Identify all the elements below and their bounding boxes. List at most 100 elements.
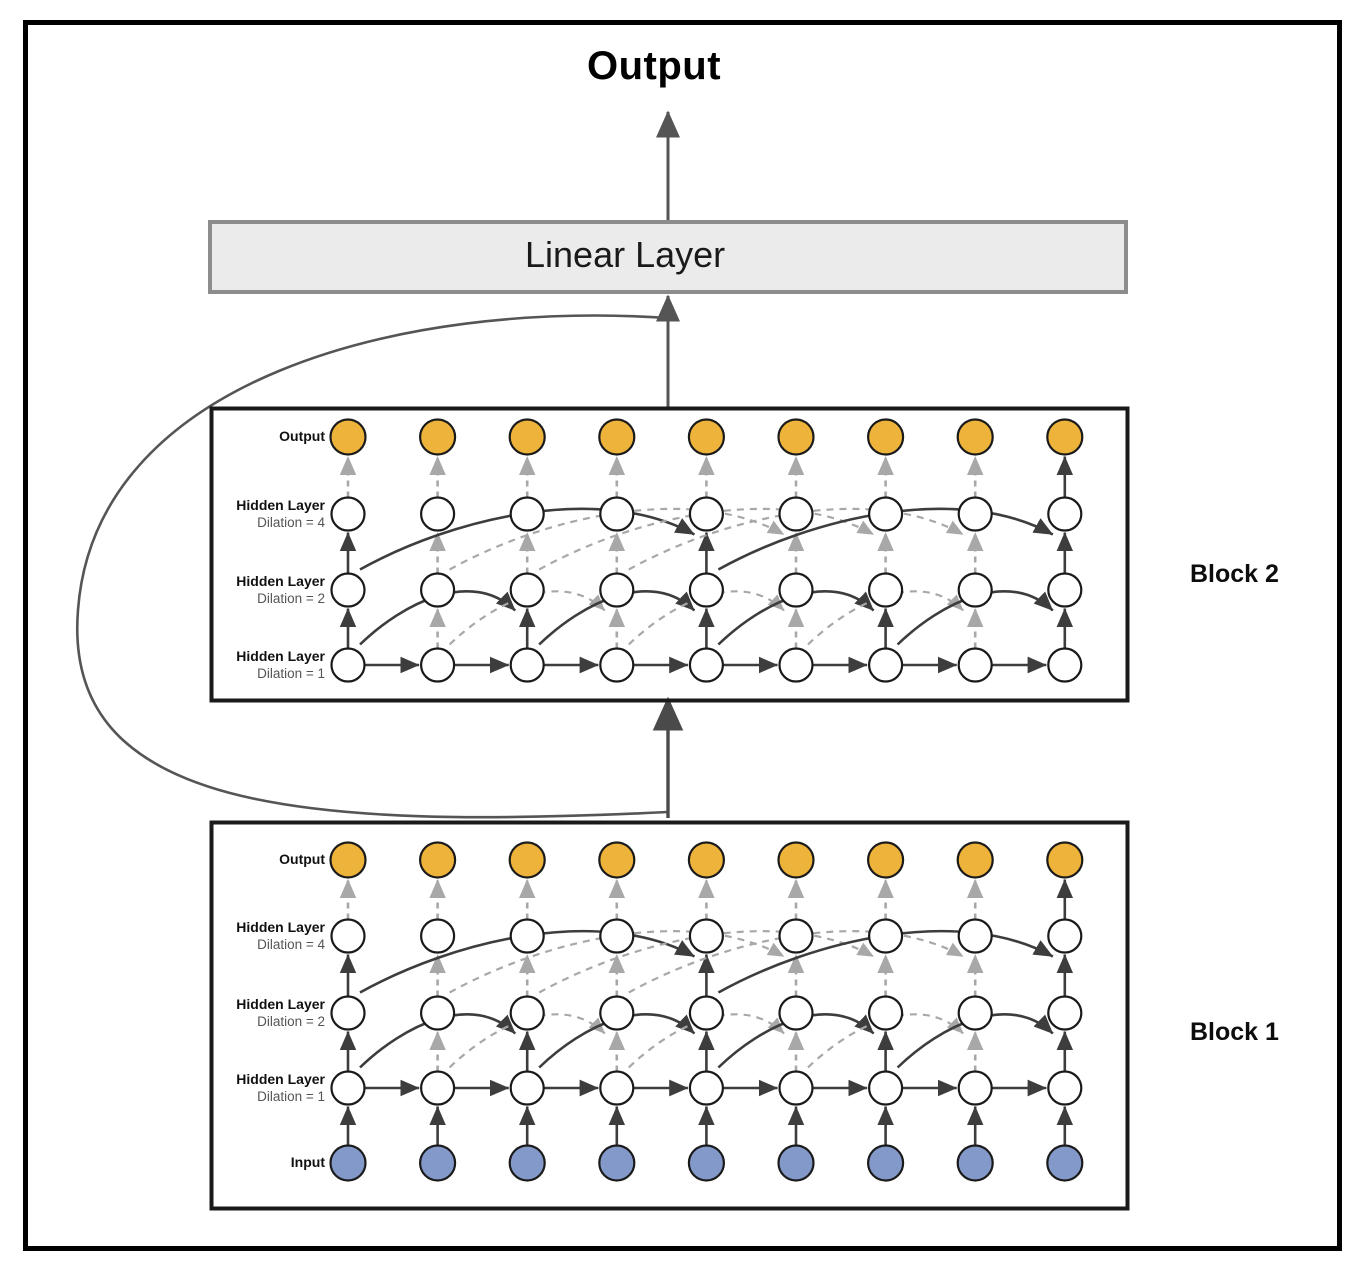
node-d1	[867, 647, 904, 683]
node-d1	[688, 647, 725, 683]
node-d4	[599, 918, 635, 954]
node-output	[956, 418, 994, 456]
edge-dilation4-arc-dashed	[628, 507, 964, 571]
row-label-title: Hidden Layer	[236, 1071, 325, 1087]
node-d4	[957, 918, 993, 954]
node-output	[777, 418, 815, 456]
node-output	[777, 841, 815, 879]
node-d2	[1047, 572, 1083, 608]
node-d2	[599, 995, 635, 1031]
node-input	[687, 1144, 726, 1182]
node-d4	[867, 918, 904, 954]
row-label-subtitle: Dilation = 4	[257, 936, 325, 952]
node-d4	[330, 918, 366, 954]
node-d4	[957, 496, 993, 532]
node-d4	[1047, 496, 1083, 532]
node-d1	[509, 1070, 545, 1106]
node-d2	[867, 995, 904, 1031]
node-d2	[599, 572, 635, 608]
node-d4	[599, 496, 635, 532]
node-input	[419, 1144, 457, 1182]
edge-dilation4-arc-dashed	[449, 930, 785, 994]
node-d1	[599, 1070, 635, 1106]
node-output	[866, 841, 905, 879]
node-d1	[778, 1070, 814, 1106]
node-input	[866, 1144, 905, 1182]
residual-skip-curve	[75, 314, 669, 819]
node-output	[419, 418, 457, 456]
node-output	[329, 418, 367, 456]
node-input	[956, 1144, 994, 1182]
node-d1	[1047, 1070, 1083, 1106]
node-d2	[1047, 995, 1083, 1031]
node-d4	[420, 918, 456, 954]
graph-nodes	[329, 418, 1084, 1182]
node-input	[329, 1144, 367, 1182]
node-d2	[778, 995, 814, 1031]
node-d1	[420, 1070, 456, 1106]
row-label-title: Output	[279, 428, 325, 444]
graph-edges	[339, 455, 1074, 1146]
row-label-title: Input	[290, 1154, 325, 1170]
node-d1	[330, 1070, 366, 1106]
row-label-title: Output	[279, 851, 325, 867]
node-input	[1046, 1144, 1084, 1182]
node-output	[866, 418, 905, 456]
block-1-frame	[209, 820, 1130, 1211]
row-label-subtitle: Dilation = 2	[257, 1013, 325, 1029]
node-output	[419, 841, 457, 879]
node-d4	[1047, 918, 1083, 954]
page-title: Output	[587, 44, 722, 88]
node-d2	[509, 995, 545, 1031]
row-label-title: Hidden Layer	[236, 497, 325, 513]
node-d4	[778, 496, 814, 532]
row-label-title: Hidden Layer	[236, 996, 325, 1012]
block-2-frame	[209, 406, 1130, 703]
row-label-subtitle: Dilation = 4	[257, 514, 325, 530]
node-output	[508, 841, 546, 879]
node-d2	[957, 995, 993, 1031]
node-d4	[688, 918, 725, 954]
node-output	[1046, 418, 1084, 456]
row-label-block-1-input: Input	[291, 1154, 325, 1172]
edge-dilation4-arc-dashed	[538, 507, 875, 571]
node-d2	[688, 995, 725, 1031]
node-output	[598, 841, 636, 879]
node-d4	[688, 496, 725, 532]
edge-dilation4-arc-dashed	[538, 930, 875, 994]
row-label-subtitle: Dilation = 1	[257, 665, 325, 681]
block-2-label: Block 2	[1190, 560, 1279, 588]
block-1-label: Block 1	[1190, 1018, 1279, 1046]
node-d2	[778, 572, 814, 608]
node-d1	[957, 647, 993, 683]
node-d1	[599, 647, 635, 683]
node-d4	[330, 496, 366, 532]
node-output	[956, 841, 994, 879]
row-label-block-1-output: Output	[279, 851, 325, 869]
linear-layer-box	[208, 220, 1128, 294]
node-d1	[778, 647, 814, 683]
node-d4	[509, 918, 545, 954]
node-d1	[509, 647, 545, 683]
outer-frame	[23, 20, 1342, 1251]
row-label-title: Hidden Layer	[236, 648, 325, 664]
row-label-subtitle: Dilation = 2	[257, 590, 325, 606]
node-d4	[867, 496, 904, 532]
node-d2	[688, 572, 725, 608]
node-output	[329, 841, 367, 879]
node-output	[687, 418, 726, 456]
node-output	[1046, 841, 1084, 879]
node-d2	[867, 572, 904, 608]
edge-dilation4-arc-dashed	[449, 507, 785, 571]
row-label-title: Hidden Layer	[236, 573, 325, 589]
node-d1	[957, 1070, 993, 1106]
node-d1	[420, 647, 456, 683]
node-d4	[509, 496, 545, 532]
